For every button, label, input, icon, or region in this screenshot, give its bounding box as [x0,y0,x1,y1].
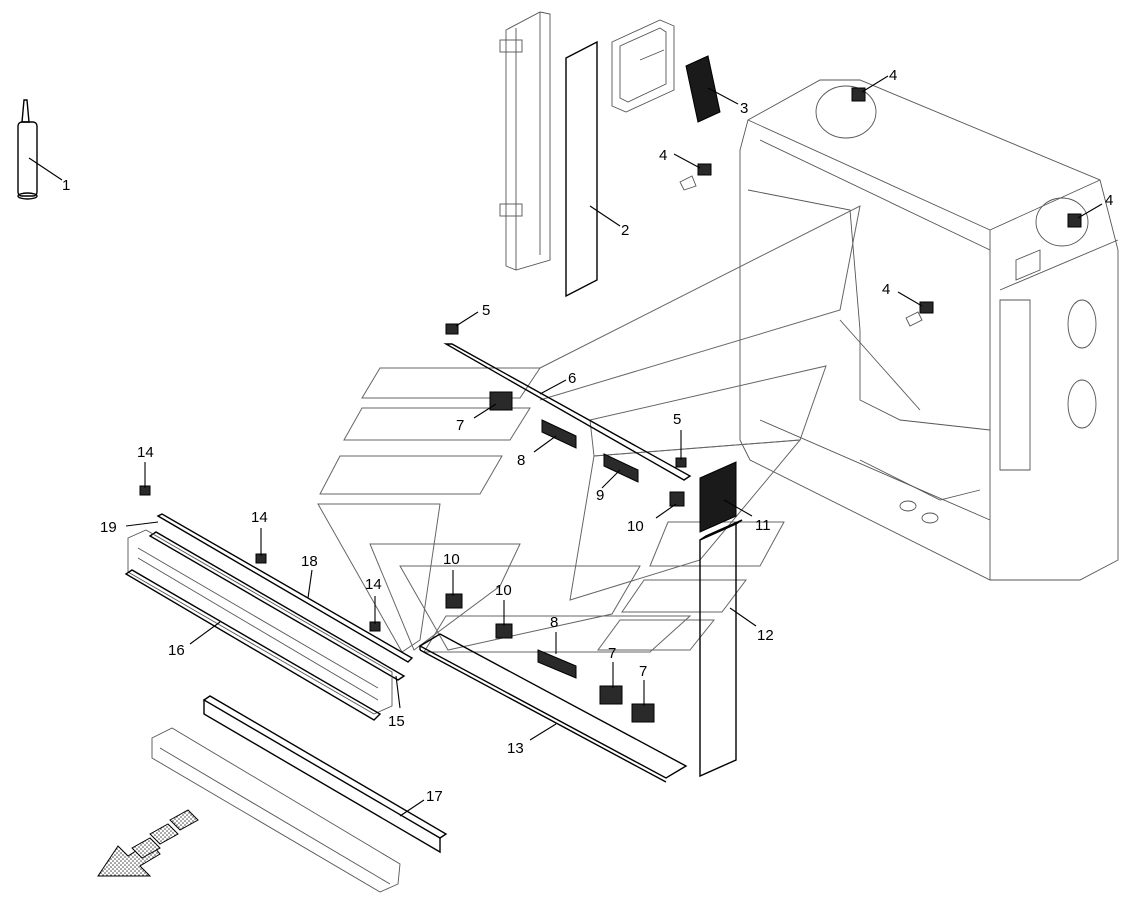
front-direction-arrow [97,809,199,877]
callout-5: 5 [673,411,681,428]
pad-14-right [369,596,381,632]
callout-4: 4 [882,281,890,298]
pad-4-cab-right [1067,203,1103,228]
callout-14: 14 [251,509,268,526]
pad-4-cab-mid [897,291,934,327]
callout-8: 8 [550,614,558,631]
callout-18: 18 [301,553,318,570]
floor-panels [317,205,861,653]
pad-7-low-a [599,662,623,705]
post-12 [699,519,757,778]
lower-rail [151,727,401,893]
pad-10-mid-b [495,600,513,639]
pad-9 [601,453,639,489]
panel-16 [124,529,393,721]
callout-11: 11 [755,517,771,534]
floor-board-13 [418,633,688,783]
callout-10: 10 [495,582,512,599]
callout-labels: 1 2 3 4 4 4 4 5 5 6 7 7 7 8 8 9 10 10 10… [62,67,1113,805]
callout-10: 10 [443,551,460,568]
pad-3 [685,55,739,123]
pad-10-mid-a [445,570,463,609]
callout-14: 14 [365,576,382,593]
panel-11 [699,461,753,533]
strip-15 [395,675,401,709]
callout-19: 19 [100,519,117,536]
pad-10-right [655,491,685,519]
window-frame [611,19,675,113]
callout-10: 10 [627,518,644,535]
callout-14: 14 [137,444,154,461]
callout-16: 16 [168,642,185,659]
callout-4: 4 [659,147,667,164]
callout-3: 3 [740,100,748,117]
callout-7: 7 [608,645,616,662]
rear-column [499,11,551,271]
callout-7: 7 [456,417,464,434]
sealant-tube [17,99,63,200]
callout-1: 1 [62,177,70,194]
callout-17: 17 [426,788,443,805]
pad-14-mid [255,528,267,564]
pad-4-cab-top [851,75,889,102]
callout-4: 4 [1105,192,1113,209]
tall-seal-strip [565,40,621,298]
pad-8-low [537,632,577,679]
callout-4: 4 [889,67,897,84]
callout-2: 2 [621,222,629,239]
pad-8-top [533,419,577,453]
callout-12: 12 [757,627,774,644]
callout-9: 9 [596,487,604,504]
pad-4-upper [673,153,712,191]
callout-13: 13 [507,740,524,757]
pad-5-left [445,311,479,335]
long-bar-6 [443,343,692,481]
callout-8: 8 [517,452,525,469]
pad-14-top [139,462,151,496]
cab-frame [739,79,1119,581]
callout-7: 7 [639,663,647,680]
callout-15: 15 [388,713,405,730]
pad-7-top [473,391,513,419]
callout-5: 5 [482,302,490,319]
strip-19 [125,513,414,663]
pad-5-right [675,430,687,468]
strip-18 [148,531,406,681]
kick-plate-17 [202,695,448,854]
pad-7-low-b [631,680,655,723]
callout-6: 6 [568,370,576,387]
